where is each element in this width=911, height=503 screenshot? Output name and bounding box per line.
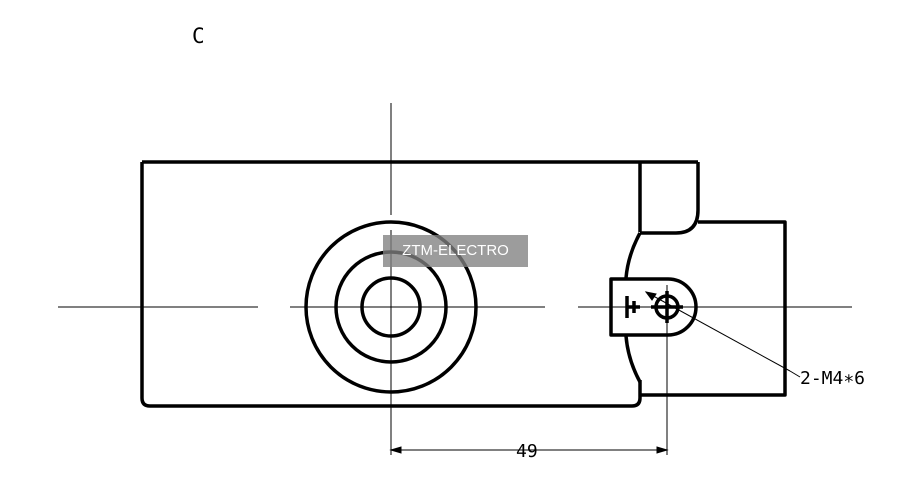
screw-leader (644, 291, 801, 378)
dimension-49 (389, 446, 669, 454)
ground-symbol-icon (625, 296, 640, 318)
hub-rings (304, 220, 478, 394)
terminal-tab (609, 277, 698, 337)
leader-line (645, 291, 791, 372)
curved-edge-upper (624, 232, 642, 279)
dimension-arrow-right (656, 446, 669, 454)
view-label: C (192, 24, 205, 48)
leader-shelf (789, 370, 801, 378)
centerlines (58, 103, 852, 455)
body-outline (140, 160, 787, 408)
leader-arrowhead (644, 291, 657, 301)
outer-ring (304, 220, 478, 394)
watermark-badge: ZTM-ELECTRO (383, 235, 528, 267)
side-step-outline (640, 220, 787, 397)
main-housing-outline (140, 160, 698, 408)
notch-outline (640, 162, 700, 235)
inner-bore (360, 276, 422, 338)
screw-callout-text: 2-M4∗6 (800, 368, 865, 389)
curved-edge-lower (624, 335, 642, 383)
terminal-tab-outline (609, 277, 698, 337)
dimension-arrow-left (389, 446, 402, 454)
dimension-value-text: 49 (516, 441, 538, 462)
